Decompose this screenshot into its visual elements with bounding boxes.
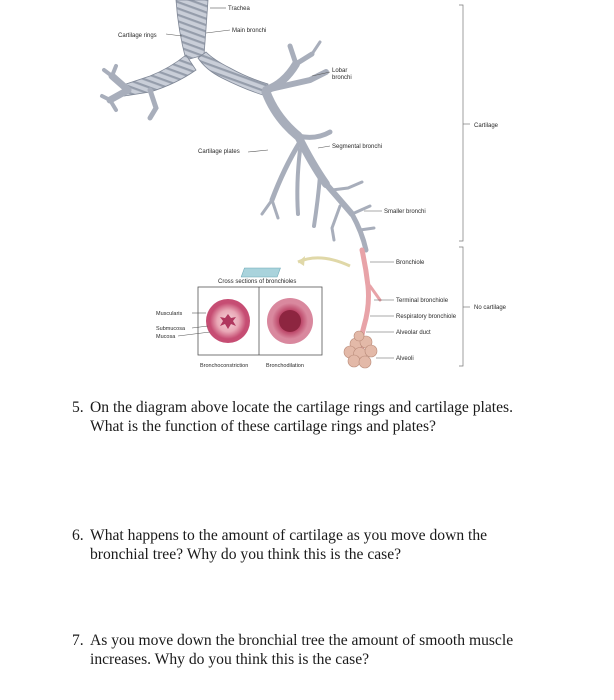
label-submucosa: Submucosa: [156, 326, 186, 332]
question-5: 5. On the diagram above locate the carti…: [72, 398, 542, 436]
right-main-bronchus-shape: [197, 51, 269, 97]
question-text: What happens to the amount of cartilage …: [90, 527, 488, 563]
label-main-bronchi: Main bronchi: [232, 28, 266, 34]
question-number: 7.: [72, 632, 84, 649]
cross-section-arrow: [297, 256, 351, 268]
label-mucosa: Mucosa: [156, 334, 176, 340]
label-bronchodilation: Bronchodilation: [266, 363, 304, 369]
label-lobar-bronchi-1: Lobar: [332, 68, 347, 74]
label-alveolar-duct: Alveolar duct: [396, 330, 431, 336]
label-lobar-bronchi-2: bronchi: [332, 75, 352, 81]
bronchoconstriction-section: [206, 299, 250, 343]
label-bronchiole: Bronchiole: [396, 260, 425, 266]
cartilage-brackets: [459, 4, 470, 367]
right-lung-branches: [260, 40, 376, 253]
diagram-labels: Trachea Main bronchi Cartilage rings Lob…: [118, 6, 507, 369]
label-cartilage-plates: Cartilage plates: [198, 149, 240, 155]
question-text: As you move down the bronchial tree the …: [90, 632, 514, 668]
question-number: 6.: [72, 527, 84, 544]
label-respiratory-bronchiole: Respiratory bronchiole: [396, 314, 457, 320]
bronchial-tree-illustration: [100, 0, 382, 369]
trachea-shape: [175, 0, 209, 61]
question-7: 7. As you move down the bronchial tree t…: [72, 631, 542, 669]
label-muscularis: Muscularis: [156, 311, 183, 317]
label-no-cartilage: No cartilage: [474, 305, 507, 311]
question-text: On the diagram above locate the cartilag…: [90, 399, 514, 435]
question-6: 6. What happens to the amount of cartila…: [72, 526, 542, 564]
label-smaller-bronchi: Smaller bronchi: [384, 209, 426, 215]
label-alveoli: Alveoli: [396, 356, 414, 362]
glass-slide-shape: [240, 267, 281, 278]
question-number: 5.: [72, 399, 84, 416]
label-cartilage-rings: Cartilage rings: [118, 33, 157, 39]
bronchodilation-section: [267, 298, 313, 344]
label-cross-sections: Cross sections of bronchioles: [218, 279, 296, 285]
bronchial-tree-diagram: Trachea Main bronchi Cartilage rings Lob…: [100, 0, 507, 369]
cross-sections-panel: [197, 286, 323, 356]
label-segmental-bronchi: Segmental bronchi: [332, 144, 382, 150]
left-main-bronchus-shape: [123, 54, 197, 97]
label-cartilage: Cartilage: [474, 123, 499, 129]
label-bronchoconstriction: Bronchoconstriction: [200, 363, 248, 369]
left-lung-branches: [100, 64, 159, 121]
alveoli-cluster: [343, 330, 378, 369]
label-trachea: Trachea: [228, 6, 250, 12]
leader-lines: [165, 7, 394, 359]
label-terminal-bronchiole: Terminal bronchiole: [396, 298, 449, 304]
